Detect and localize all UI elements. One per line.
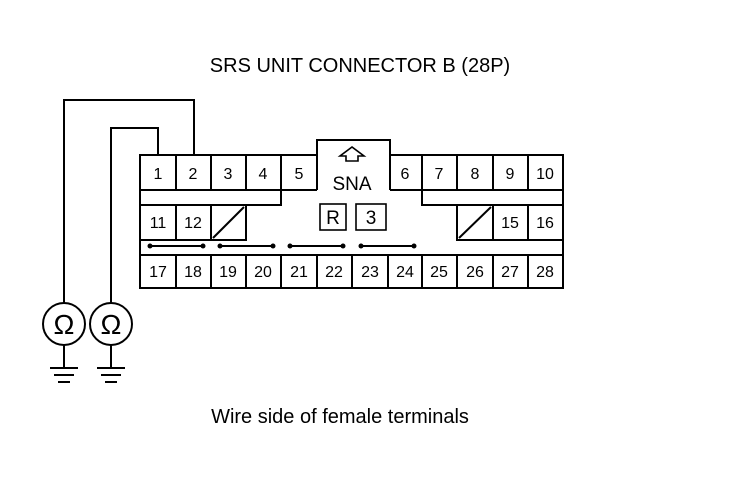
- ohmmeter-right: Ω: [89, 302, 133, 383]
- pin-label: 20: [254, 264, 272, 281]
- pin-label: 1: [154, 166, 163, 183]
- pin-label: 19: [219, 264, 237, 281]
- blank-cavity-slash: [212, 206, 245, 239]
- diagram-title: SRS UNIT CONNECTOR B (28P): [210, 55, 510, 77]
- pin-label: 22: [325, 264, 343, 281]
- diagram-caption: Wire side of female terminals: [211, 406, 469, 428]
- connector-code: SNA: [332, 174, 371, 195]
- pin-label: 10: [536, 166, 554, 183]
- row1-dividers: [175, 155, 529, 190]
- pin-label: 7: [435, 166, 444, 183]
- row2-pin-labels: 11 12 15 16: [150, 215, 554, 232]
- pin-label: 4: [259, 166, 268, 183]
- pin-label: 25: [430, 264, 448, 281]
- row2-left-boxes: [140, 190, 282, 241]
- pin-label: 6: [401, 166, 410, 183]
- probe-wire-pin1: [110, 127, 159, 303]
- ground-icon: [97, 367, 125, 383]
- row3-pin-labels: 17 18 19 20 21 22 23 24 25 26 27 28: [149, 264, 554, 281]
- pin-label: 26: [466, 264, 484, 281]
- ohmmeter-left: Ω: [42, 302, 86, 383]
- ground-icon: [50, 367, 78, 383]
- ohm-symbol: Ω: [101, 309, 122, 340]
- pin-label: 12: [184, 215, 202, 232]
- pin-label: 8: [471, 166, 480, 183]
- pin-label: 27: [501, 264, 519, 281]
- row3-dividers: [175, 255, 529, 288]
- key-box: [355, 203, 387, 231]
- lock-tab-label: R: [326, 208, 340, 229]
- pin-label: 5: [295, 166, 304, 183]
- lock-tab-box: [319, 203, 347, 231]
- pin-label: 23: [361, 264, 379, 281]
- probe-wire-pin2: [63, 99, 195, 303]
- key-label: 3: [366, 208, 377, 229]
- pin-label: 9: [506, 166, 515, 183]
- shorting-bars: [147, 243, 417, 249]
- pin-label: 28: [536, 264, 554, 281]
- pin-label: 11: [150, 215, 167, 232]
- blank-cavity-slash: [458, 206, 492, 239]
- row2-right-boxes: [421, 190, 563, 241]
- pin-label: 17: [149, 264, 167, 281]
- pin-label: 3: [224, 166, 233, 183]
- pin-label: 2: [189, 166, 198, 183]
- row1-pin-labels: 1 2 3 4 5 6 7 8 9 10: [154, 166, 554, 183]
- pin-label: 16: [536, 215, 554, 232]
- lock-arrow-icon: [337, 146, 367, 162]
- ohm-symbol: Ω: [54, 309, 75, 340]
- pin-label: 15: [501, 215, 519, 232]
- pin-label: 21: [290, 264, 308, 281]
- pin-label: 18: [184, 264, 202, 281]
- pin-label: 24: [396, 264, 414, 281]
